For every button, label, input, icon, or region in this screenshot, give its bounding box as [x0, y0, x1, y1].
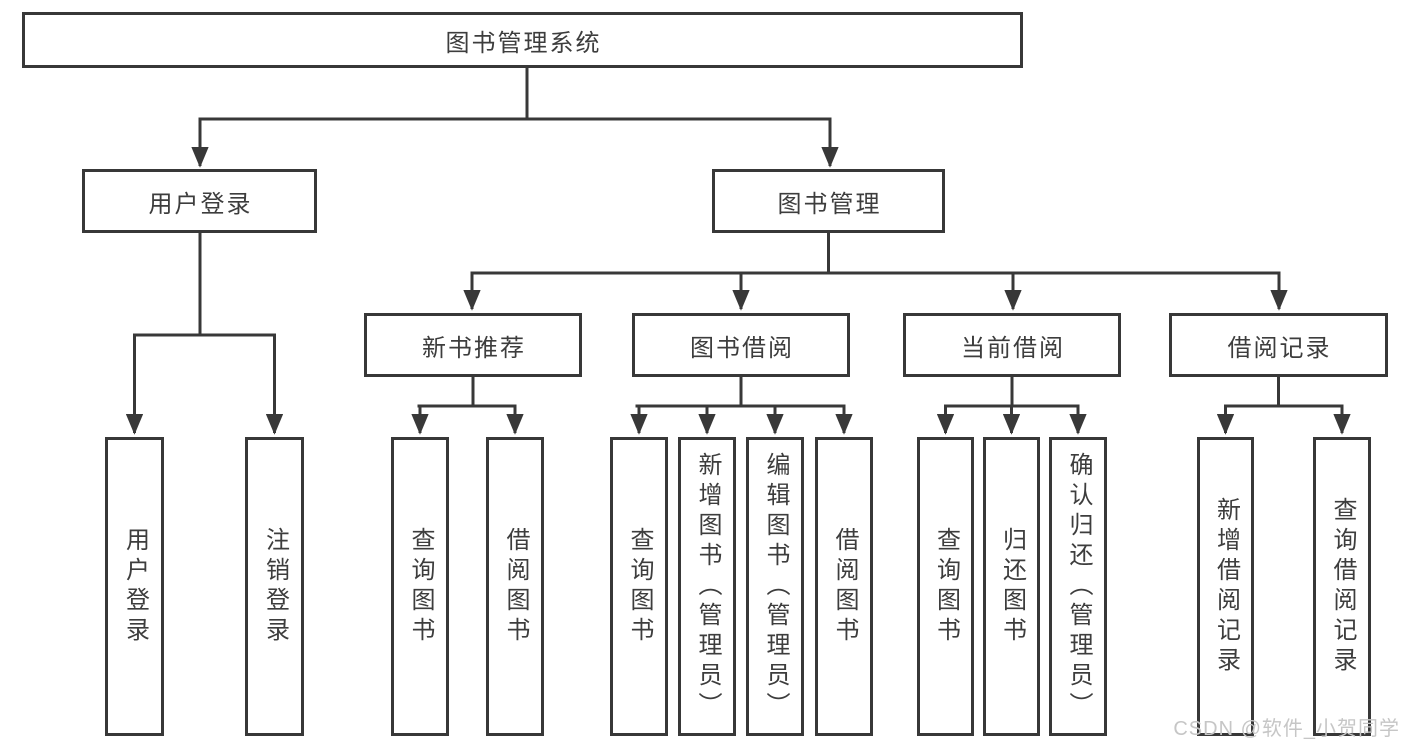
- leaf-nbr-borrow-books: 借阅图书: [486, 437, 544, 736]
- node-label: 新增图书（管理员）: [694, 451, 721, 722]
- node-label: 查询图书: [932, 526, 960, 647]
- node-user-login: 用户登录: [82, 169, 317, 233]
- csdn-watermark: CSDN @软件_小贺同学: [1173, 718, 1400, 740]
- node-label: 当前借阅: [961, 334, 1065, 362]
- node-label: 图书管理系统: [445, 29, 602, 57]
- node-book-borrowing: 图书借阅: [632, 313, 850, 377]
- node-label: 图书借阅: [690, 334, 794, 362]
- node-label: 编辑图书（管理员）: [762, 451, 789, 722]
- node-label: 借阅记录: [1227, 334, 1332, 362]
- leaf-logout: 注销登录: [245, 437, 304, 736]
- node-label: 用户登录: [121, 526, 149, 647]
- leaf-br-query-borrow-record: 查询借阅记录: [1313, 437, 1371, 736]
- node-label: 查询图书: [626, 526, 653, 647]
- leaf-cb-return-books: 归还图书: [983, 437, 1040, 736]
- node-label: 查询图书: [407, 526, 434, 647]
- node-label: 查询借阅记录: [1329, 496, 1356, 677]
- node-current-borrowing: 当前借阅: [903, 313, 1121, 377]
- node-label: 借阅图书: [502, 526, 529, 647]
- node-label: 归还图书: [998, 526, 1026, 647]
- node-label: 图书管理: [777, 190, 882, 218]
- leaf-nbr-query-books: 查询图书: [391, 437, 449, 736]
- leaf-cb-query-books: 查询图书: [917, 437, 974, 736]
- leaf-bb-query-books: 查询图书: [610, 437, 668, 736]
- node-label: 新书推荐: [422, 334, 526, 362]
- node-borrowing-records: 借阅记录: [1169, 313, 1388, 377]
- leaf-bb-borrow-books: 借阅图书: [815, 437, 873, 736]
- node-label: 注销登录: [261, 526, 289, 647]
- leaf-user-login: 用户登录: [105, 437, 164, 736]
- leaf-bb-edit-books-admin: 编辑图书（管理员）: [746, 437, 804, 736]
- leaf-bb-add-books-admin: 新增图书（管理员）: [678, 437, 736, 736]
- node-label: 新增借阅记录: [1212, 496, 1240, 677]
- node-label: 用户登录: [148, 190, 253, 218]
- node-book-management: 图书管理: [712, 169, 945, 233]
- node-label: 借阅图书: [831, 526, 858, 647]
- leaf-cb-confirm-return-admin: 确认归还（管理员）: [1049, 437, 1107, 736]
- leaf-br-add-borrow-record: 新增借阅记录: [1197, 437, 1254, 736]
- node-label: 确认归还（管理员）: [1065, 451, 1092, 722]
- node-root-library-management-system: 图书管理系统: [22, 12, 1023, 68]
- node-new-book-recommend: 新书推荐: [364, 313, 582, 377]
